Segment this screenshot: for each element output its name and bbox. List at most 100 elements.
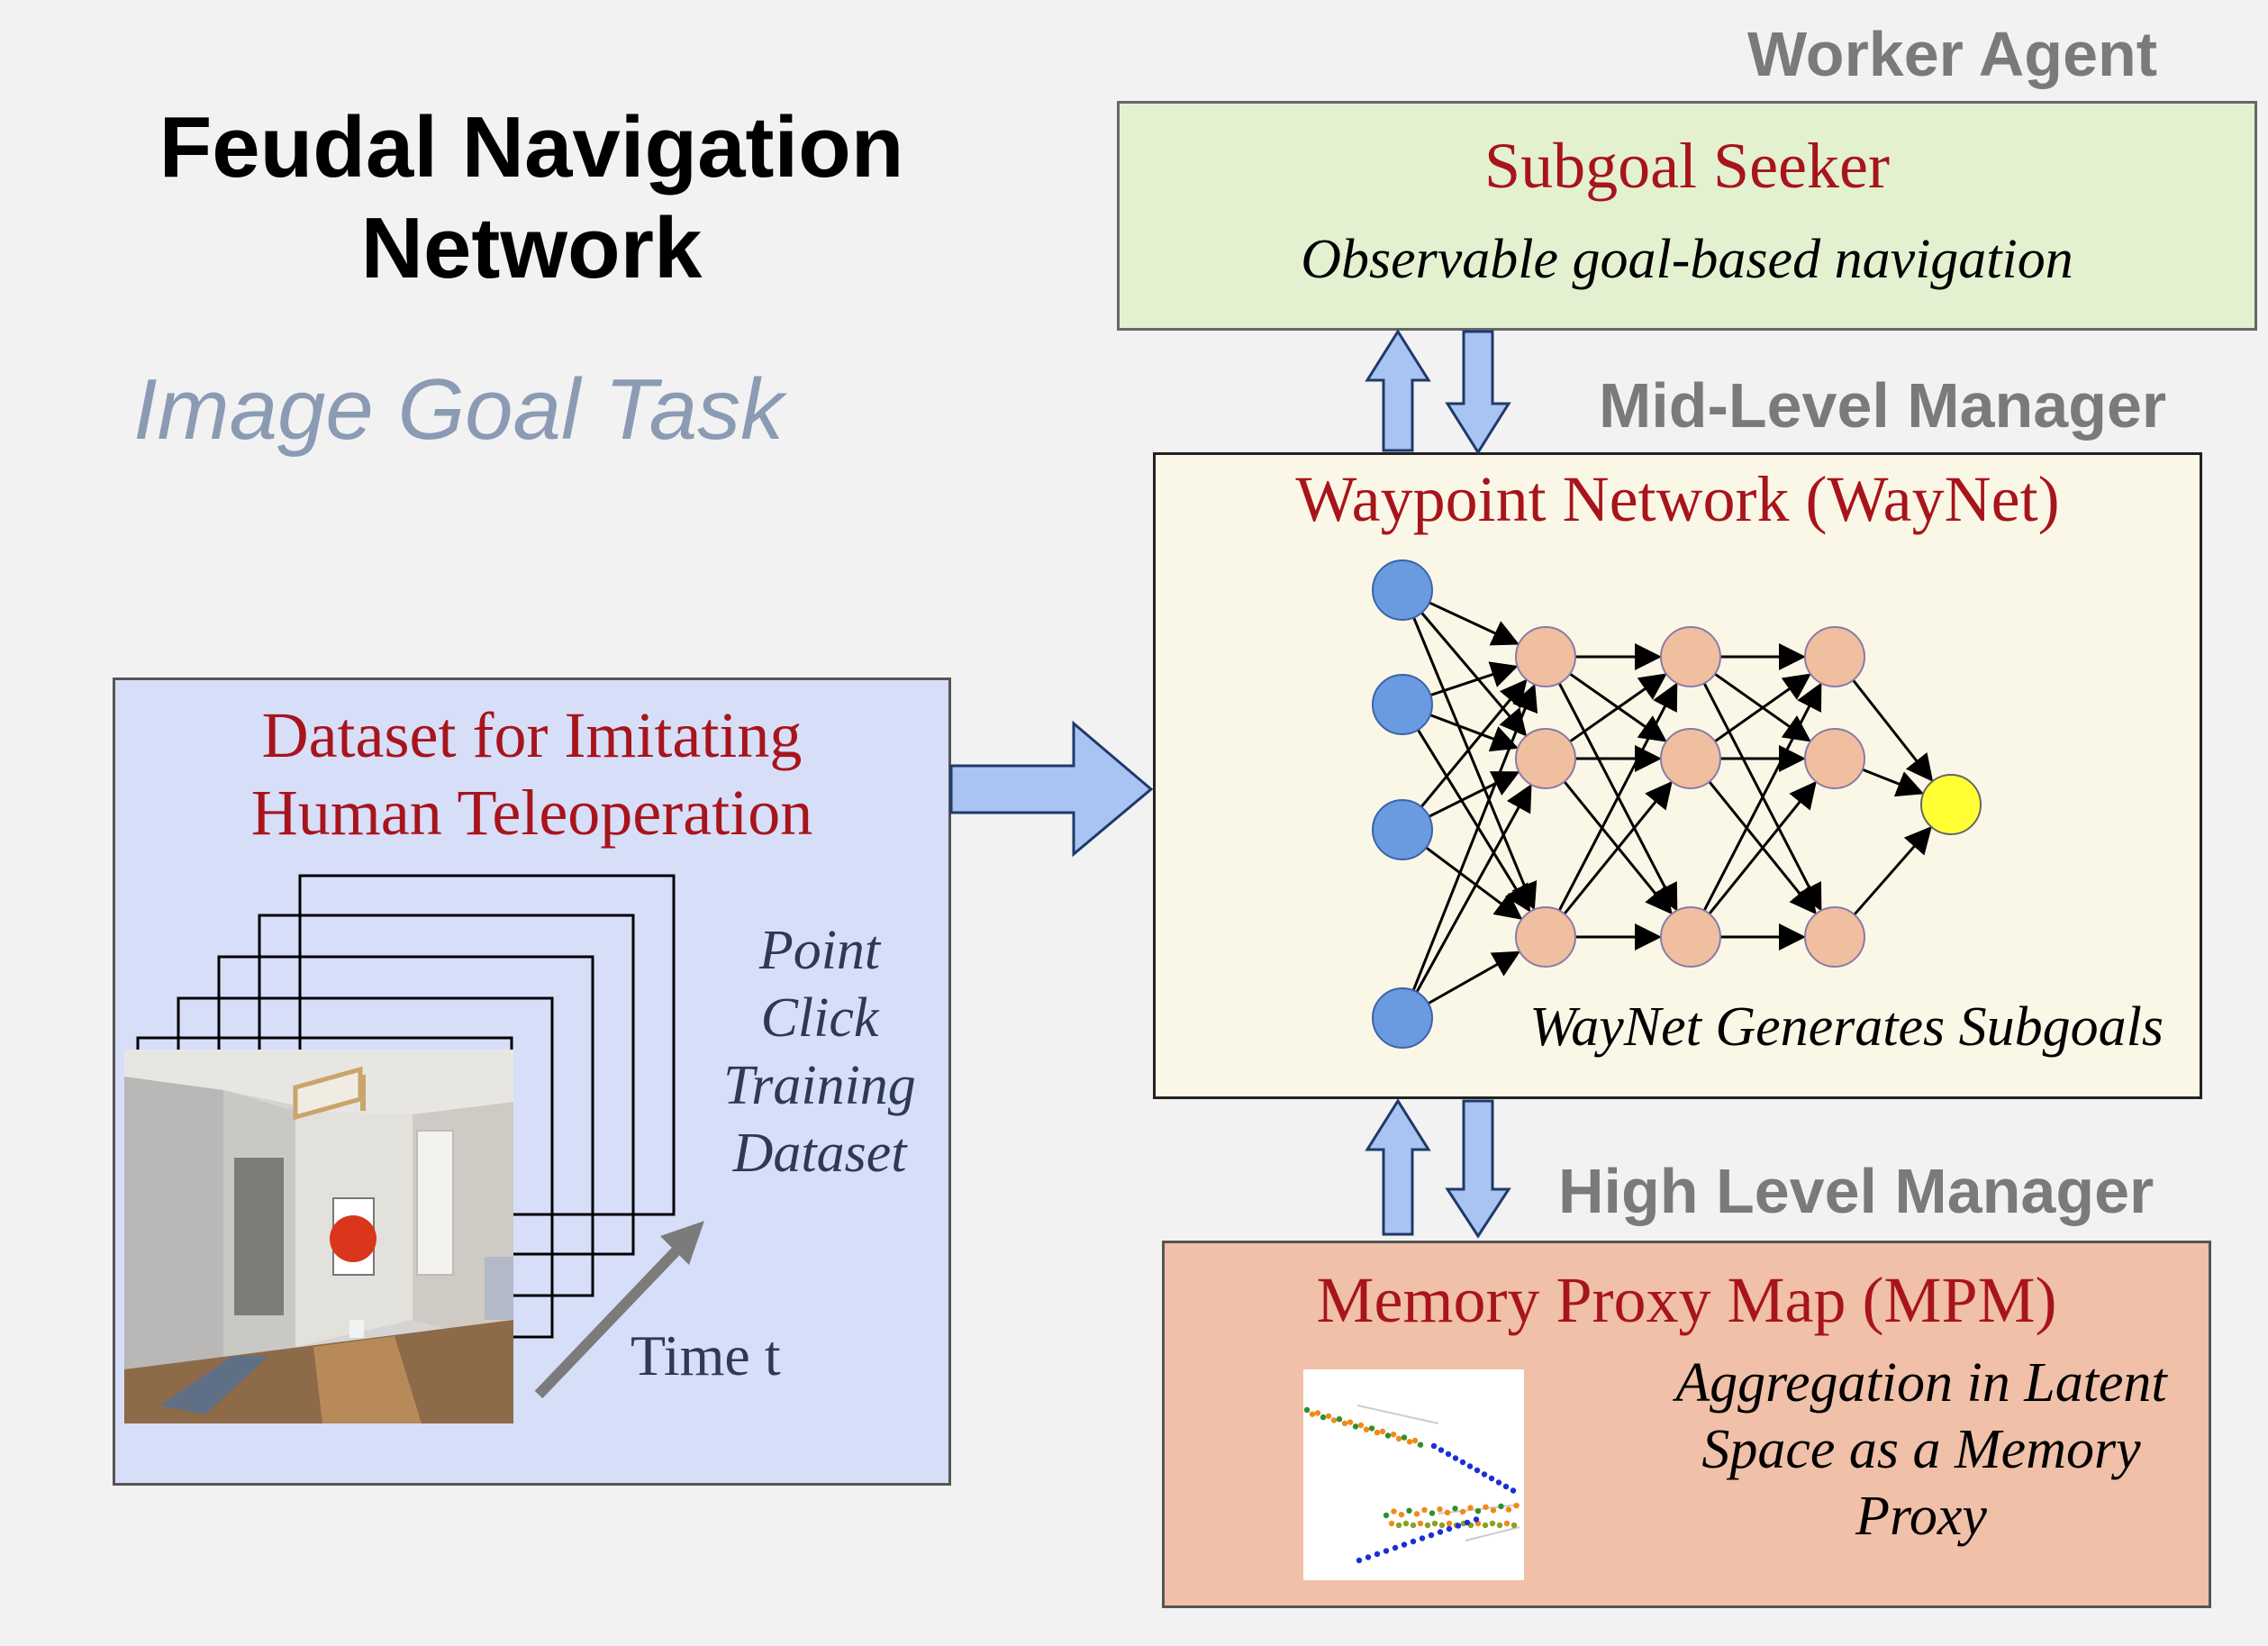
- scatter-point: [1330, 1417, 1338, 1423]
- network-edge: [1417, 729, 1531, 913]
- scatter-point: [1374, 1551, 1381, 1558]
- subgoal-seeker-description: Observable goal-based navigation: [1301, 229, 2073, 290]
- scatter-point: [1496, 1522, 1503, 1529]
- scatter-point: [1401, 1541, 1408, 1548]
- subgoal-seeker-box: Subgoal Seeker Observable goal-based nav…: [1117, 101, 2257, 331]
- scatter-point: [1474, 1467, 1481, 1474]
- time-arrow-icon: [534, 1221, 704, 1399]
- scatter-point: [1481, 1471, 1488, 1478]
- output-node: [1920, 774, 1982, 835]
- scatter-point: [1429, 1510, 1436, 1516]
- scatter-point: [1374, 1429, 1381, 1436]
- network-edge: [1852, 679, 1934, 782]
- scatter-point: [1395, 1435, 1402, 1442]
- scatter-point: [1446, 1525, 1453, 1532]
- input-node: [1372, 799, 1433, 860]
- scatter-point: [1406, 1439, 1413, 1445]
- scatter-point: [1391, 1508, 1397, 1514]
- scatter-point: [1413, 1511, 1420, 1517]
- arrow-up-waynet-to-seeker: [1365, 329, 1431, 452]
- dataset-side-text: Point Click Training Dataset: [723, 920, 916, 1184]
- scatter-point: [1421, 1506, 1428, 1514]
- hidden-node: [1660, 906, 1721, 968]
- scatter-point: [1320, 1414, 1327, 1421]
- network-edge: [1412, 616, 1538, 911]
- input-node: [1372, 987, 1433, 1049]
- network-edge: [1420, 612, 1528, 737]
- scatter-point: [1459, 1459, 1466, 1466]
- waynet-title: Waypoint Network (WayNet): [1295, 463, 2060, 535]
- scatter-point: [1438, 1522, 1446, 1529]
- hidden-node: [1660, 626, 1721, 687]
- hallway-photo: [124, 1050, 513, 1423]
- tier-label-mid: Mid-Level Manager: [1599, 370, 2167, 441]
- network-edge: [1411, 683, 1538, 991]
- tier-label-worker: Worker Agent: [1747, 19, 2158, 89]
- diagram-title: Feudal Navigation Network: [159, 99, 904, 296]
- scatter-point: [1513, 1503, 1520, 1509]
- scatter-point: [1467, 1505, 1474, 1511]
- scatter-point: [1474, 1508, 1482, 1514]
- network-edge: [1429, 601, 1520, 646]
- scatter-point: [1402, 1520, 1410, 1527]
- scatter-point: [1452, 1455, 1459, 1461]
- scatter-point: [1357, 1422, 1365, 1429]
- network-edge: [1862, 768, 1925, 797]
- hidden-node: [1804, 728, 1865, 789]
- scatter-point: [1419, 1535, 1426, 1541]
- scatter-point: [1341, 1420, 1348, 1427]
- network-edge: [1714, 673, 1811, 743]
- scatter-point: [1410, 1538, 1417, 1545]
- scatter-point: [1430, 1442, 1438, 1450]
- scatter-point: [1383, 1512, 1390, 1519]
- scatter-point: [1368, 1425, 1375, 1432]
- scatter-point: [1482, 1522, 1489, 1529]
- scatter-point: [1489, 1520, 1496, 1527]
- scatter-point: [1390, 1432, 1397, 1438]
- hidden-node: [1515, 626, 1576, 687]
- scatter-point: [1437, 1506, 1443, 1513]
- input-node: [1372, 559, 1433, 621]
- dataset-title: Dataset for Imitating Human Teleoperatio…: [250, 699, 813, 849]
- scatter-point: [1417, 1441, 1424, 1448]
- network-edge: [1415, 784, 1532, 993]
- scatter-point: [1395, 1522, 1402, 1529]
- mpm-description: Aggregation in Latent Space as a Memory …: [1675, 1352, 2167, 1547]
- tier-label-high: High Level Manager: [1558, 1156, 2155, 1226]
- scatter-point: [1510, 1522, 1518, 1529]
- diagram-subtitle: Image Goal Task: [133, 361, 785, 458]
- scatter-point: [1428, 1532, 1435, 1539]
- scatter-point: [1495, 1479, 1502, 1486]
- scatter-point: [1498, 1503, 1504, 1510]
- scatter-point: [1444, 1509, 1451, 1515]
- scatter-point: [1488, 1475, 1495, 1482]
- network-edge: [1708, 780, 1817, 915]
- time-axis-label: Time t: [631, 1323, 781, 1387]
- input-node: [1372, 674, 1433, 735]
- subgoal-seeker-title: Subgoal Seeker: [1484, 130, 1890, 202]
- scatter-point: [1314, 1410, 1321, 1416]
- scatter-point: [1483, 1504, 1489, 1510]
- network-edge: [1702, 682, 1822, 912]
- scatter-point: [1303, 1406, 1311, 1414]
- scatter-point: [1510, 1487, 1517, 1494]
- scatter-point: [1459, 1508, 1466, 1515]
- scatter-point: [1411, 1437, 1419, 1444]
- network-edge: [1420, 678, 1528, 808]
- hidden-node: [1660, 728, 1721, 789]
- dataset-to-waynet-arrow: [949, 720, 1154, 858]
- scatter-point: [1347, 1419, 1354, 1425]
- network-edge: [1425, 846, 1523, 920]
- network-edge: [1428, 771, 1520, 818]
- scatter-point: [1455, 1523, 1462, 1529]
- hidden-node: [1515, 906, 1576, 968]
- hidden-node: [1804, 906, 1865, 968]
- network-edge: [1569, 673, 1667, 743]
- network-edge: [1557, 682, 1678, 912]
- scatter-point: [1379, 1428, 1386, 1434]
- scatter-point: [1464, 1519, 1471, 1526]
- scatter-point: [1446, 1520, 1453, 1527]
- network-edge: [1563, 780, 1673, 915]
- scatter-point: [1392, 1544, 1399, 1551]
